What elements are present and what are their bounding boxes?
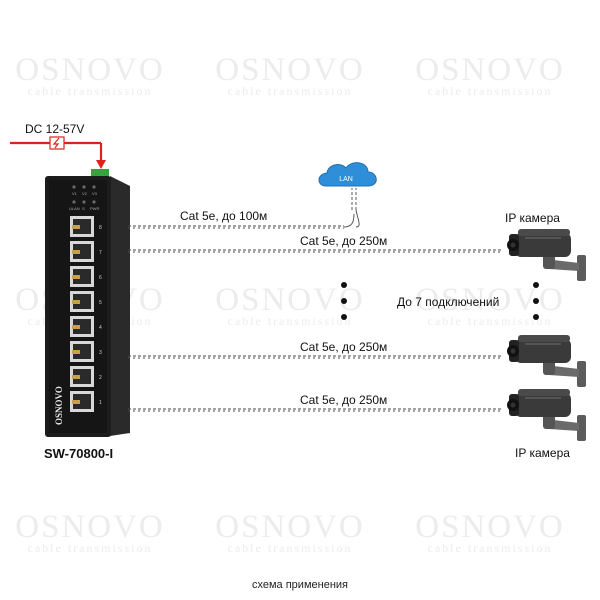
- watermark-brand: OSNOVO: [415, 509, 565, 545]
- watermark-tagline: cable transmission: [227, 84, 353, 98]
- ip-camera-icon: [507, 229, 586, 281]
- port-number: 3: [99, 350, 102, 356]
- watermark-tagline: cable transmission: [227, 314, 353, 328]
- watermark-brand: OSNOVO: [15, 509, 165, 545]
- cable-label: Cat 5e, до 250м: [300, 340, 388, 354]
- led-labels: V1 V2 V3 ULAN S PWR: [69, 191, 99, 211]
- continuation-dots: [341, 282, 539, 320]
- power-arrow: [96, 160, 106, 169]
- watermark-tagline: cable transmission: [27, 541, 153, 555]
- watermark-brand: OSNOVO: [15, 52, 165, 88]
- ip-camera-icon: [507, 335, 586, 387]
- watermark-tagline: cable transmission: [427, 314, 553, 328]
- watermark-brand: OSNOVO: [215, 509, 365, 545]
- lan-cloud-icon: [318, 162, 377, 187]
- cable-label: Cat 5e, до 100м: [180, 209, 268, 223]
- watermark: OSNOVO cable transmission: [415, 509, 565, 555]
- watermark: OSNOVO cable transmission: [215, 509, 365, 555]
- watermark: OSNOVO cable transmission: [215, 52, 365, 98]
- lan-label: LAN: [339, 176, 353, 183]
- camera-label: IP камера: [505, 211, 560, 225]
- cables: [128, 188, 502, 412]
- led-label: V3: [92, 191, 98, 196]
- led-label: V1: [72, 191, 78, 196]
- watermark-tagline: cable transmission: [427, 541, 553, 555]
- watermark: OSNOVO cable transmission: [215, 282, 365, 328]
- fuse-icon: [49, 136, 65, 150]
- watermark: OSNOVO cable transmission: [415, 52, 565, 98]
- port-number: 8: [99, 225, 102, 231]
- port-number: 7: [99, 250, 102, 256]
- watermark: OSNOVO cable transmission: [15, 52, 165, 98]
- port-number: 1: [99, 400, 102, 406]
- watermark: OSNOVO cable transmission: [415, 284, 565, 328]
- power-label: DC 12-57V: [25, 122, 85, 136]
- port-numbers: 8 7 6 5 4 3 2 1: [99, 225, 102, 406]
- watermark-brand: OSNOVO: [215, 52, 365, 88]
- connections-label: До 7 подключений: [397, 295, 500, 309]
- watermark-tagline: cable transmission: [227, 541, 353, 555]
- camera-label: IP камера: [515, 446, 570, 460]
- cable-label: Cat 5e, до 250м: [300, 234, 388, 248]
- led-label: S: [82, 206, 85, 211]
- port-number: 2: [99, 375, 102, 381]
- port-number: 4: [99, 325, 102, 331]
- power-terminal: [91, 169, 109, 177]
- watermark-brand: OSNOVO: [415, 52, 565, 88]
- switch-brand-logo: OSNOVO: [54, 386, 64, 425]
- rj45-ports: [70, 216, 94, 412]
- led-label: PWR: [90, 206, 99, 211]
- diagram-caption: схема применения: [252, 579, 348, 591]
- port-number: 5: [99, 300, 102, 306]
- cable-label: Cat 5e, до 250м: [300, 393, 388, 407]
- watermark-tagline: cable transmission: [427, 84, 553, 98]
- watermark-tagline: cable transmission: [27, 84, 153, 98]
- led-label: ULAN: [69, 206, 80, 211]
- watermark-brand: OSNOVO: [215, 282, 365, 318]
- ip-camera-icon: [507, 389, 586, 441]
- switch-model-label: SW-70800-I: [44, 446, 114, 461]
- led-label: V2: [82, 191, 88, 196]
- port-number: 6: [99, 275, 102, 281]
- status-leds: [72, 185, 96, 204]
- watermark: OSNOVO cable transmission: [15, 509, 165, 555]
